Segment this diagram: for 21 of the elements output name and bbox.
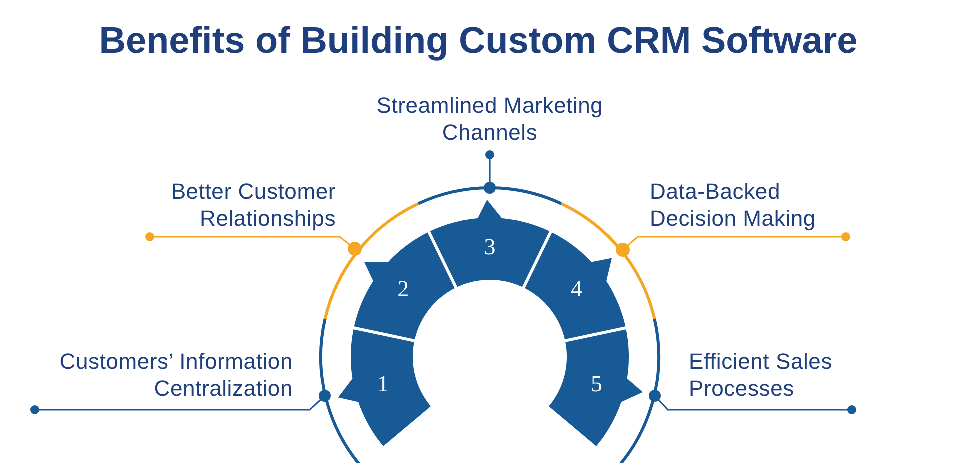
connector-dot: [649, 390, 661, 402]
benefit-label: Streamlined Marketing Channels: [340, 92, 640, 155]
connector-dot: [319, 390, 331, 402]
step-number: 1: [378, 372, 390, 396]
connector-dot: [348, 242, 362, 256]
step-number: 4: [570, 278, 582, 301]
leader-line: [486, 150, 494, 185]
connector-dot: [616, 243, 630, 257]
leader-line: [656, 398, 856, 414]
benefit-label: Better Customer Relationships: [140, 178, 336, 237]
step-number: 3: [484, 236, 496, 258]
leader-line: [626, 232, 850, 248]
benefit-label: Data-Backed Decision Making: [650, 178, 856, 237]
title: Benefits of Building Custom CRM Software: [98, 20, 859, 62]
benefit-label: Customers’ Information Centralization: [24, 348, 293, 410]
step-number: 2: [398, 278, 410, 301]
leader-line: [146, 232, 352, 248]
benefit-label: Efficient Sales Processes: [689, 348, 864, 410]
leader-line: [30, 397, 324, 414]
connector-dot: [484, 182, 496, 194]
step-number: 5: [590, 372, 602, 396]
